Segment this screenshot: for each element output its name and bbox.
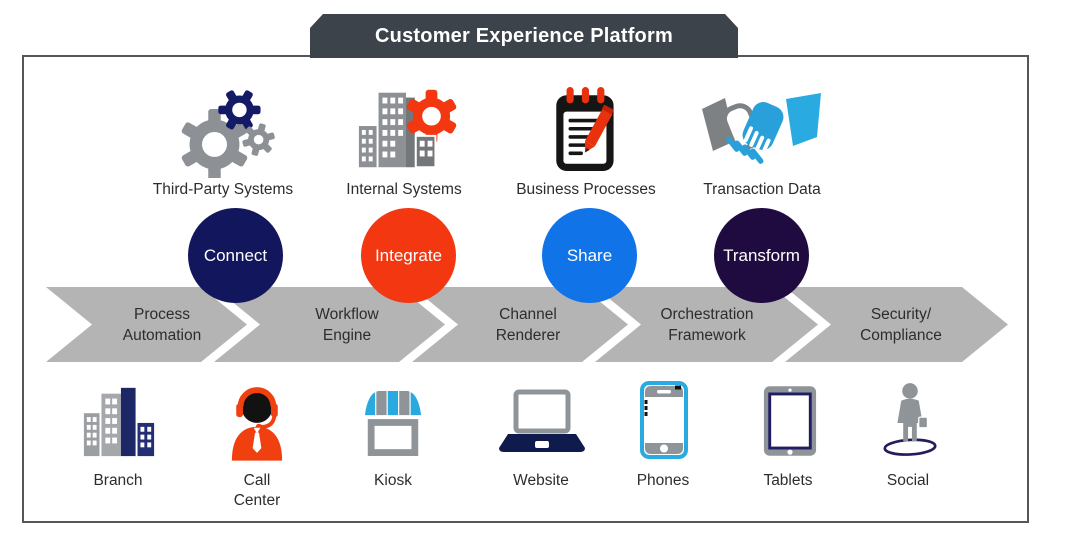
- buildings-icon: [80, 379, 158, 468]
- source-label: Transaction Data: [703, 181, 821, 198]
- capability-circle-share: Share: [542, 208, 637, 303]
- building-gear-icon: [355, 84, 457, 177]
- stage-label: Channel Renderer: [495, 306, 561, 344]
- smartphone-icon: [640, 381, 688, 464]
- channel-label: Call Center: [233, 472, 281, 509]
- person-icon: [878, 379, 942, 468]
- capability-label: Transform: [723, 245, 800, 265]
- person-icon-svg: [883, 383, 937, 456]
- smartphone-icon-svg: [640, 381, 688, 459]
- capability-circle-integrate: Integrate: [361, 208, 456, 303]
- tablet-icon: [762, 383, 818, 464]
- building-gear-icon-svg: [358, 89, 457, 169]
- channel-label: Social: [886, 472, 930, 489]
- channel-label: Tablets: [763, 472, 813, 489]
- call-center-agent-icon-svg: [231, 387, 283, 461]
- gears-icon: [176, 84, 276, 183]
- capability-label: Share: [566, 245, 613, 265]
- stage-label: Orchestration Framework: [660, 306, 754, 344]
- capability-circle-connect: Connect: [188, 208, 283, 303]
- process-arrow-band: [46, 287, 1008, 362]
- gears-icon-svg: [181, 90, 275, 180]
- call-center-agent-icon: [228, 381, 286, 466]
- buildings-icon-svg: [83, 387, 155, 457]
- capability-label: Connect: [203, 245, 268, 265]
- stage-label: Process Automation: [122, 306, 202, 344]
- stage-label: Workflow Engine: [315, 306, 379, 344]
- title-banner: Customer Experience Platform: [310, 14, 738, 58]
- notepad-pencil-icon-svg: [556, 87, 614, 171]
- channel-label: Website: [513, 472, 569, 489]
- capability-label: Integrate: [374, 245, 443, 265]
- stage-label: Security/ Compliance: [860, 306, 942, 344]
- source-label: Third-Party Systems: [152, 181, 294, 198]
- source-label: Internal Systems: [346, 181, 462, 198]
- diagram-title: Customer Experience Platform: [375, 24, 673, 47]
- handshake-icon: [700, 93, 824, 176]
- laptop-icon-svg: [499, 389, 585, 452]
- channel-label: Branch: [93, 472, 143, 489]
- laptop-icon: [499, 389, 585, 460]
- channel-label: Kiosk: [374, 472, 412, 489]
- channel-label: Phones: [636, 472, 690, 489]
- source-label: Business Processes: [516, 181, 656, 198]
- handshake-icon-svg: [702, 93, 821, 164]
- capability-circle-transform: Transform: [714, 208, 809, 303]
- tablet-icon-svg: [763, 386, 817, 456]
- storefront-icon: [360, 384, 426, 465]
- storefront-icon-svg: [364, 390, 422, 456]
- notepad-pencil-icon: [554, 85, 622, 178]
